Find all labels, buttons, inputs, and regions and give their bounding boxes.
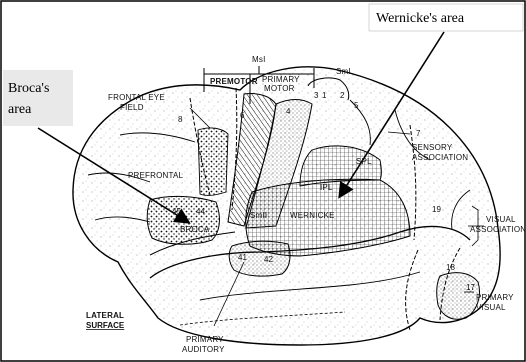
label-frontal-eye-2: FIELD	[120, 103, 144, 112]
area-number-41: 41	[238, 253, 247, 262]
label-primary-visual-2: VISUAL	[476, 303, 506, 312]
area-number-7: 7	[416, 129, 421, 138]
label-lateral-1: LATERAL	[86, 311, 124, 320]
broca-callout-text-1: Broca's	[8, 81, 49, 96]
area-number-1: 1	[322, 91, 327, 100]
label-frontal-eye-1: FRONTAL EYE	[108, 93, 165, 102]
area-number-17: 17	[466, 283, 475, 292]
label-broca: BROCA	[180, 225, 210, 234]
label-wernicke: WERNICKE	[290, 211, 335, 220]
label-primary-auditory-1: PRIMARY	[186, 335, 224, 344]
primary-visual-region	[437, 273, 480, 320]
broca-callout-box	[3, 70, 73, 126]
area-number-45: 45	[172, 207, 181, 216]
area-number-8: 8	[178, 115, 183, 124]
area-number-19: 19	[432, 205, 441, 214]
area-number-42: 42	[264, 255, 273, 264]
area-number-18: 18	[446, 263, 455, 272]
label-ipl: IPL	[320, 183, 333, 192]
label-sensory-assoc-2: ASSOCIATION	[412, 153, 468, 162]
area-number-3: 3	[314, 91, 319, 100]
area-number-4: 4	[286, 107, 291, 116]
area-number-44: 44	[196, 207, 205, 216]
label-visual-assoc-2: ASSOCIATION	[470, 225, 526, 234]
label-premotor: PREMOTOR	[210, 77, 258, 86]
area-number-6: 6	[240, 111, 245, 120]
label-primary-auditory-2: AUDITORY	[182, 345, 225, 354]
label-msi: MsI	[252, 55, 266, 64]
area-number-5: 5	[354, 101, 359, 110]
broca-callout-text-2: area	[8, 102, 32, 117]
label-lateral-2: SURFACE	[86, 321, 125, 330]
label-visual-assoc-1: VISUAL	[486, 215, 516, 224]
wernicke-callout-text: Wernicke's area	[376, 11, 465, 26]
frontal-eye-field-region	[198, 128, 228, 195]
label-sensory-assoc-1: SENSORY	[412, 143, 453, 152]
label-spl: SPL	[356, 157, 372, 166]
label-primary-motor-1: PRIMARY	[262, 75, 300, 84]
label-prefrontal: PREFRONTAL	[128, 171, 184, 180]
label-primary-visual-1: PRIMARY	[476, 293, 514, 302]
label-primary-motor-2: MOTOR	[264, 84, 295, 93]
area-number-2: 2	[340, 91, 345, 100]
label-smi: SmI	[336, 67, 351, 76]
label-smii: SmII	[250, 211, 267, 220]
